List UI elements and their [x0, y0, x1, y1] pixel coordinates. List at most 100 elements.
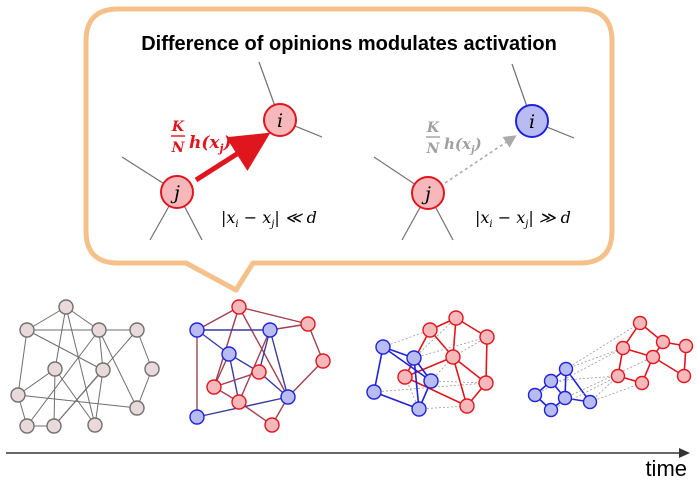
- network-node: [406, 350, 422, 366]
- active-link-arrow: [194, 132, 271, 183]
- network-stage-polarized: [527, 315, 694, 418]
- network-edge: [98, 329, 138, 409]
- network-node: [459, 398, 475, 414]
- node-j: [160, 175, 194, 209]
- speech-bubble: [83, 6, 615, 293]
- network-edge: [26, 329, 104, 371]
- network-edge: [565, 322, 641, 370]
- coupling-function: h(xj): [189, 133, 232, 155]
- left-panel: i j K N h(xj) |xi − xj| ≪ d: [121, 61, 323, 241]
- network-node: [634, 375, 650, 391]
- network-edge: [53, 368, 56, 427]
- network-node: [397, 369, 413, 385]
- coupling-denominator: N: [426, 141, 441, 157]
- condition-large-difference: |xi − xj| ≫ d: [475, 208, 571, 230]
- time-axis-label: time: [645, 456, 687, 481]
- network-edge: [17, 394, 138, 409]
- network-node: [445, 349, 461, 365]
- network-edge: [382, 346, 432, 382]
- network-node: [87, 417, 103, 433]
- network-edge: [54, 306, 67, 370]
- network-node: [46, 418, 62, 434]
- network-node: [676, 368, 692, 384]
- network-edge: [213, 371, 260, 388]
- coupling-numerator: K: [171, 119, 185, 135]
- network-edge: [238, 306, 309, 325]
- network-node: [19, 322, 35, 338]
- network-edge: [564, 356, 654, 399]
- network-node: [655, 334, 671, 350]
- network-edge: [418, 405, 468, 410]
- network-node: [58, 299, 74, 315]
- bubble-title: Difference of opinions modulates activat…: [141, 33, 557, 55]
- network-node: [422, 322, 438, 338]
- node-i-label: i: [529, 111, 535, 133]
- network-edge: [589, 382, 643, 403]
- network-edge: [228, 353, 240, 403]
- network-stage-separating: [366, 310, 495, 417]
- node-j-label: j: [421, 183, 431, 205]
- network-node: [91, 322, 107, 338]
- coupling-function: h(xj): [444, 135, 482, 156]
- network-edge: [94, 369, 104, 426]
- network-node: [375, 339, 391, 355]
- network-node: [423, 373, 439, 389]
- network-edge: [53, 369, 104, 427]
- network-edge: [404, 376, 468, 407]
- network-node: [280, 389, 296, 405]
- network-edge: [196, 306, 240, 331]
- node-j: [411, 176, 445, 210]
- node-i: [515, 104, 549, 138]
- network-edge: [17, 329, 28, 396]
- network-edge: [65, 306, 96, 426]
- network-node: [264, 417, 280, 433]
- network-node: [448, 310, 464, 326]
- network-node: [582, 394, 598, 410]
- network-node: [527, 387, 543, 403]
- network-node: [231, 299, 247, 315]
- network-edge: [382, 329, 431, 348]
- network-stage-neutral: [10, 299, 160, 434]
- network-node: [315, 353, 331, 369]
- network-node: [129, 400, 145, 416]
- node-i: [263, 103, 297, 137]
- network-node: [19, 418, 35, 434]
- network-node: [189, 409, 205, 425]
- network-node: [95, 362, 111, 378]
- network-node: [632, 315, 648, 331]
- network-node: [543, 402, 559, 418]
- network-edge: [404, 356, 454, 378]
- node-i-label: i: [277, 110, 283, 132]
- network-edge: [54, 368, 96, 426]
- network-edge: [550, 375, 619, 382]
- network-node: [557, 390, 573, 406]
- network-node: [411, 401, 427, 417]
- condition-small-difference: |xi − xj| ≪ d: [221, 208, 317, 230]
- network-node: [478, 375, 494, 391]
- network-node: [206, 379, 222, 395]
- network-node: [366, 384, 382, 400]
- network-edge: [26, 329, 100, 427]
- network-edge: [287, 360, 324, 398]
- network-edge: [373, 391, 420, 410]
- network-edge: [413, 317, 457, 359]
- network-edge: [452, 356, 468, 407]
- network-node: [231, 394, 247, 410]
- network-edge: [238, 306, 289, 398]
- network-node: [189, 322, 205, 338]
- network-edge: [413, 336, 488, 359]
- network-node: [543, 373, 559, 389]
- network-node: [678, 338, 694, 354]
- network-node: [262, 322, 278, 338]
- network-node: [300, 316, 316, 332]
- network-node: [251, 364, 267, 380]
- inactive-link-arrow: [444, 135, 517, 184]
- network-node: [221, 346, 237, 362]
- coupling-denominator: N: [171, 140, 186, 156]
- network-node: [144, 361, 160, 377]
- network-node: [645, 349, 661, 365]
- network-node: [10, 387, 26, 403]
- network-node: [47, 361, 63, 377]
